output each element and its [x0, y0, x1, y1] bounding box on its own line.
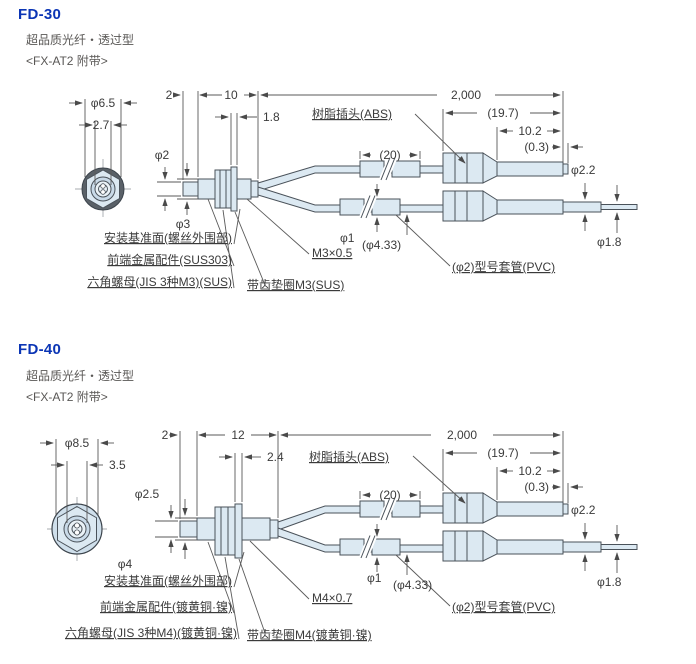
fd40-dim-tip-protrusion: (0.3) — [524, 480, 549, 494]
fd30-label-front-metal: 前端金属配件(SUS303) — [107, 252, 232, 267]
fd30-dim-fiber-diameter: φ1.8 — [597, 235, 622, 249]
fd30-thread-spec-label: M3×0.5 — [312, 246, 353, 260]
fd40-dim-head-diameter: φ8.5 — [65, 436, 90, 450]
fd40-dim-core-diameter: φ1 — [367, 571, 382, 585]
fd40-label-mounting-face: 安装基准面(螺丝外围部) — [104, 573, 232, 588]
fd30-dim-bundle-diameter: (φ4.33) — [362, 238, 401, 252]
fd30-dim-thread-diameter: φ3 — [176, 217, 191, 231]
fd40-dim-tip-diameter: φ2.5 — [135, 487, 160, 501]
fd30-dim-tip-protrusion: (0.3) — [524, 140, 549, 154]
fd40-label-front-metal: 前端金属配件(镀黄铜·镍) — [100, 599, 232, 614]
fd40-dim-tip-length: 2 — [162, 428, 169, 442]
fd40-accessory-note: <FX-AT2 附带> — [26, 390, 108, 404]
fd40-dim-thread-length: 12 — [231, 428, 245, 442]
fd30-part-labels: 树脂插头(ABS) 安装基准面(螺丝外围部) 前端金属配件(SUS303) 六角… — [87, 106, 555, 292]
fd40-label-hex-nut: 六角螺母(JIS 3种M4)(镀黄铜·镍) — [65, 625, 237, 640]
fd30-label-resin-plug: 树脂插头(ABS) — [312, 106, 392, 121]
fd40-dim-fiber-diameter: φ1.8 — [597, 575, 622, 589]
fd30-dim-tip-length: 2 — [166, 88, 173, 102]
fd40-dimension-texts: 2 12 2,000 (19.7) 10.2 (0.3) 2.4 φ8.5 3.… — [65, 428, 622, 605]
fd30-end-view — [75, 159, 131, 217]
fd40-dim-plug-length: (19.7) — [487, 446, 518, 460]
fd30-dim-washer-thickness: 1.8 — [263, 110, 280, 124]
fd40-part-labels: 树脂插头(ABS) 安装基准面(螺丝外围部) 前端金属配件(镀黄铜·镍) 六角螺… — [65, 449, 555, 642]
fd40-dim-thread-diameter: φ4 — [118, 557, 133, 571]
fd40-dim-bundle-diameter: (φ4.33) — [393, 578, 432, 592]
fd30-dimension-drawing: 2 10 2,000 (19.7) 10.2 (0.3) 1.8 φ6.5 2.… — [69, 88, 638, 292]
fd40-thread-spec-label: M4×0.7 — [312, 591, 353, 605]
fd40-dim-sleeve-diameter: φ2.2 — [571, 503, 596, 517]
fd40-dim-cable-length: 2,000 — [447, 428, 477, 442]
fd40-dim-head-flat: 3.5 — [109, 458, 126, 472]
fd30-dim-barrel-length: 10.2 — [518, 124, 542, 138]
fd40-dim-barrel-length: 10.2 — [518, 464, 542, 478]
fd40-dim-washer-thickness: 2.4 — [267, 450, 284, 464]
fd30-dim-sleeve-diameter: φ2.2 — [571, 163, 596, 177]
fd30-dim-tube-length: (20) — [379, 148, 400, 162]
fd30-label-toothed-washer: 带齿垫圈M3(SUS) — [247, 277, 344, 292]
fd30-label-hex-nut: 六角螺母(JIS 3种M3)(SUS) — [87, 275, 232, 289]
fd40-side-view — [179, 492, 638, 562]
fd40-dim-tube-length: (20) — [379, 488, 400, 502]
fd30-dim-cable-length: 2,000 — [451, 88, 481, 102]
fd40-dimension-lines — [40, 431, 620, 640]
fd30-model-title: FD-30 — [18, 6, 62, 23]
fd30-dim-head-flat: 2.7 — [93, 118, 110, 132]
fd30-dimension-texts: 2 10 2,000 (19.7) 10.2 (0.3) 1.8 φ6.5 2.… — [91, 88, 622, 260]
fd30-dim-thread-length: 10 — [224, 88, 238, 102]
fd40-type-desc: 超品质光纤・透过型 — [26, 369, 135, 383]
fd40-label-toothed-washer: 带齿垫圈M4(镀黄铜·镍) — [247, 627, 372, 642]
fd40-dimension-drawing: 2 12 2,000 (19.7) 10.2 (0.3) 2.4 φ8.5 3.… — [40, 428, 638, 642]
fd30-accessory-note: <FX-AT2 附带> — [26, 54, 108, 68]
fd40-label-resin-plug: 树脂插头(ABS) — [309, 449, 389, 464]
fd30-label-model-tube: (φ2)型号套管(PVC) — [452, 259, 555, 274]
fd30-dimension-lines — [69, 91, 620, 289]
fd30-dim-core-diameter: φ1 — [340, 231, 355, 245]
fd30-label-mounting-face: 安装基准面(螺丝外围部) — [104, 230, 232, 245]
fd30-dim-plug-length: (19.7) — [487, 106, 518, 120]
fd30-side-view — [182, 152, 638, 222]
fd30-type-desc: 超品质光纤・透过型 — [26, 33, 135, 47]
fd40-label-model-tube: (φ2)型号套管(PVC) — [452, 599, 555, 614]
fd30-dim-head-diameter: φ6.5 — [91, 96, 116, 110]
fd40-model-title: FD-40 — [18, 341, 62, 358]
fd30-dim-tip-diameter: φ2 — [155, 148, 170, 162]
